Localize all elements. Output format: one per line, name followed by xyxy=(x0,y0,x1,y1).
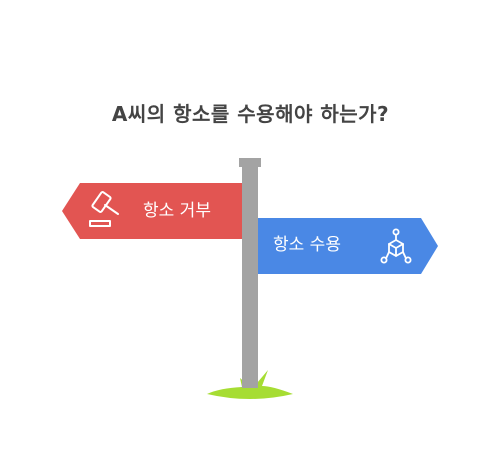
sign-post-cap xyxy=(239,158,261,167)
sign-left-label: 항소 거부 xyxy=(143,201,211,221)
page-title: A씨의 항소를 수용해야 하는가? xyxy=(111,102,390,126)
network-cube-icon xyxy=(380,228,412,264)
sign-post xyxy=(242,166,258,388)
gavel-icon xyxy=(89,191,119,227)
sign-right-label: 항소 수용 xyxy=(273,235,341,255)
